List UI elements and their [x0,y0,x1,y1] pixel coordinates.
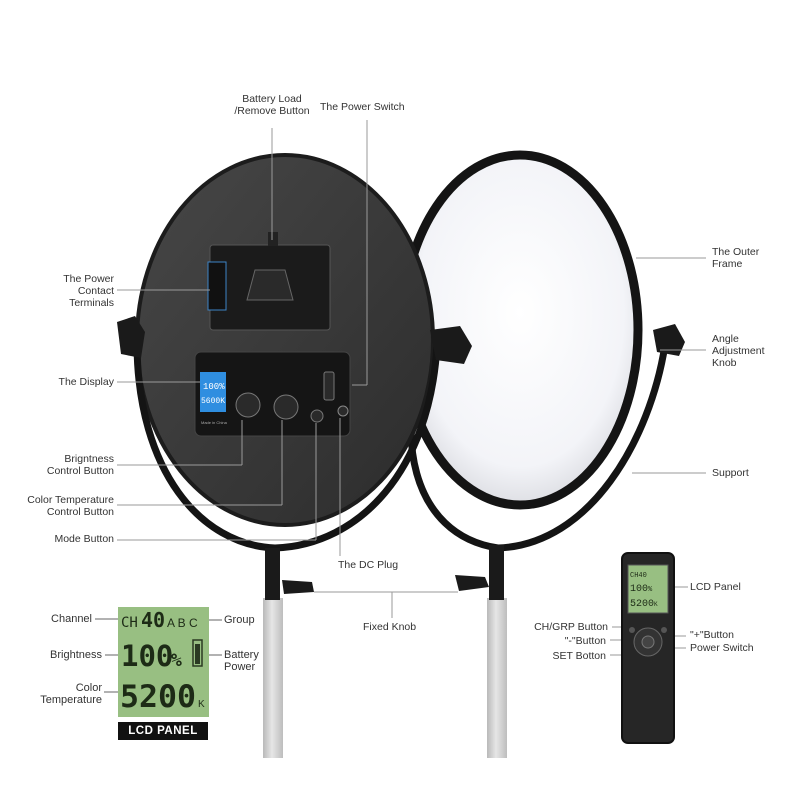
right-mount [489,545,504,600]
right-stand-pole [487,598,507,758]
display-label: The Display [58,376,114,388]
lcd-channel-value: 40 [141,608,165,632]
dc-plug [337,405,349,417]
lcd-brightness-value: 100 [121,639,173,673]
right-angle-knob [430,326,472,364]
front-light [397,150,685,600]
remote-channel-text: CH40 [630,572,647,580]
minus-button-label: "-"Button [564,635,606,647]
back-light [117,153,472,600]
lcd-group-label: Group [224,614,255,626]
fixed-knob-label: Fixed Knob [363,621,417,633]
power-switch-label: The Power Switch [320,101,405,113]
made-in-text: Made in China [201,420,228,425]
support-label: Support [712,467,749,479]
remote-brightness-text: 100% [630,584,653,595]
left-fixed-knob [282,580,314,594]
mode-button [310,409,324,423]
battery-release-button [268,232,278,246]
device-power-switch [323,371,335,401]
mode-button-label: Mode Button [54,533,114,545]
left-stand-pole [263,598,283,758]
left-mount [265,548,280,600]
lcd-ch-prefix: CH [121,615,138,631]
device-brightness-text: 100% [203,382,225,392]
set-button-label: SET Botton [552,650,606,662]
remote-control [621,552,675,744]
color-temp-knob [273,394,299,420]
lcd-panel-illustration [95,607,222,717]
lcd-groups: A B C [167,616,198,630]
remote-lcd-panel-label: LCD Panel [690,581,741,593]
battery-icon-fill [195,644,200,664]
brightness-knob [235,392,261,418]
angle-adjustment-knob [653,324,685,356]
callout-lines [117,120,706,656]
v-mount-slot [246,269,294,301]
right-fixed-knob [455,575,489,591]
device-lcd [200,372,226,412]
battery-icon [192,639,203,667]
remote-plus-button [661,627,667,633]
back-housing [135,153,435,527]
lcd-brightness-label: Brightness [50,649,102,661]
remote-power-switch-label: Power Switch [690,642,754,654]
plus-button-label: "+"Button [690,629,734,641]
chgrp-button-label: CH/GRP Button [534,621,608,633]
lcd-color-temp-unit: K [198,699,205,710]
remote-chgrp-button [629,627,635,633]
device-color-temp-text: 5600K [201,397,225,406]
battery-load-label: Battery Load/Remove Button [234,93,310,117]
remote-color-temp-text: 5200K [630,599,658,610]
lcd-panel-background [118,607,209,717]
left-angle-knob [117,316,145,358]
dc-plug-label: The DC Plug [338,559,399,571]
remote-lcd [627,564,669,614]
remote-center-button [641,635,655,649]
lcd-channel-label: Channel [51,613,92,625]
lcd-panel-tag: LCD PANEL [118,722,208,740]
lcd-color-temp-value: 5200 [120,679,196,715]
lcd-brightness-unit: % [171,650,182,671]
contact-terminals [207,261,227,311]
